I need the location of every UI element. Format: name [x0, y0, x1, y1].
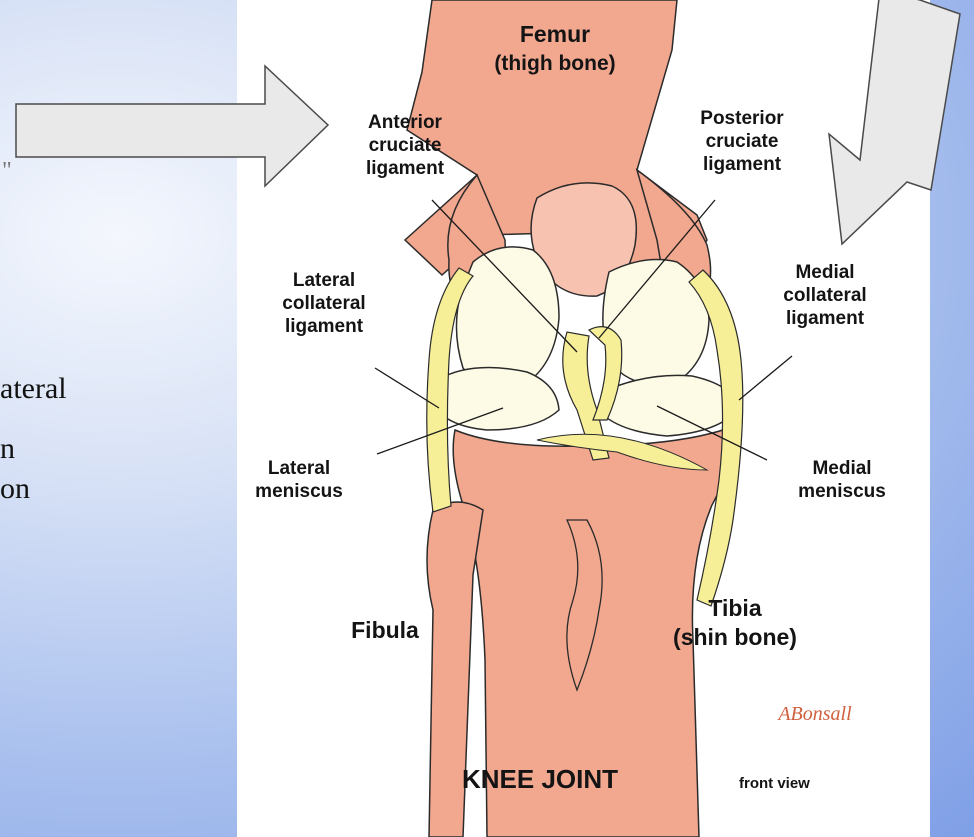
acl-label-3: ligament	[366, 158, 445, 179]
slide-text-line-3: on	[0, 468, 30, 510]
mcl-label-1: Medial	[795, 262, 854, 283]
slide-text-line-1: ateral	[0, 368, 67, 410]
diagram-title: KNEE JOINT	[462, 764, 618, 794]
tibia-label: Tibia	[708, 595, 761, 621]
acl-label-1: Anterior	[368, 112, 443, 133]
pcl-label-1: Posterior	[700, 108, 784, 129]
pcl-label-2: cruciate	[706, 131, 779, 152]
fibula-label: Fibula	[351, 617, 419, 643]
lcl-label-2: collateral	[282, 293, 365, 314]
pcl-label-3: ligament	[703, 154, 782, 175]
mcl-leader-line	[739, 356, 792, 400]
knee-diagram-svg: Femur (thigh bone) Anterior cruciate lig…	[237, 0, 930, 837]
lateral-meniscus	[433, 368, 559, 431]
lcl-label-3: ligament	[285, 316, 364, 337]
slide-stray-mark: "	[2, 150, 12, 192]
mcl-label-2: collateral	[783, 285, 866, 306]
acl-label-2: cruciate	[369, 135, 442, 156]
tibia-sublabel: (shin bone)	[673, 624, 797, 650]
lateral-meniscus-label-2: meniscus	[255, 481, 343, 502]
femur-label: Femur	[520, 21, 590, 47]
diagram-subtitle: front view	[739, 775, 810, 792]
medial-meniscus-label-2: meniscus	[798, 481, 886, 502]
lateral-meniscus-label-1: Lateral	[268, 458, 330, 479]
slide-text-line-2: n	[0, 428, 15, 470]
lcl-label-1: Lateral	[293, 270, 355, 291]
artist-signature: ABonsall	[776, 703, 852, 725]
knee-joint-diagram: Femur (thigh bone) Anterior cruciate lig…	[237, 0, 930, 837]
medial-meniscus	[602, 375, 737, 436]
mcl-label-3: ligament	[786, 308, 865, 329]
medial-meniscus-label-1: Medial	[812, 458, 871, 479]
femur-sublabel: (thigh bone)	[494, 52, 615, 75]
